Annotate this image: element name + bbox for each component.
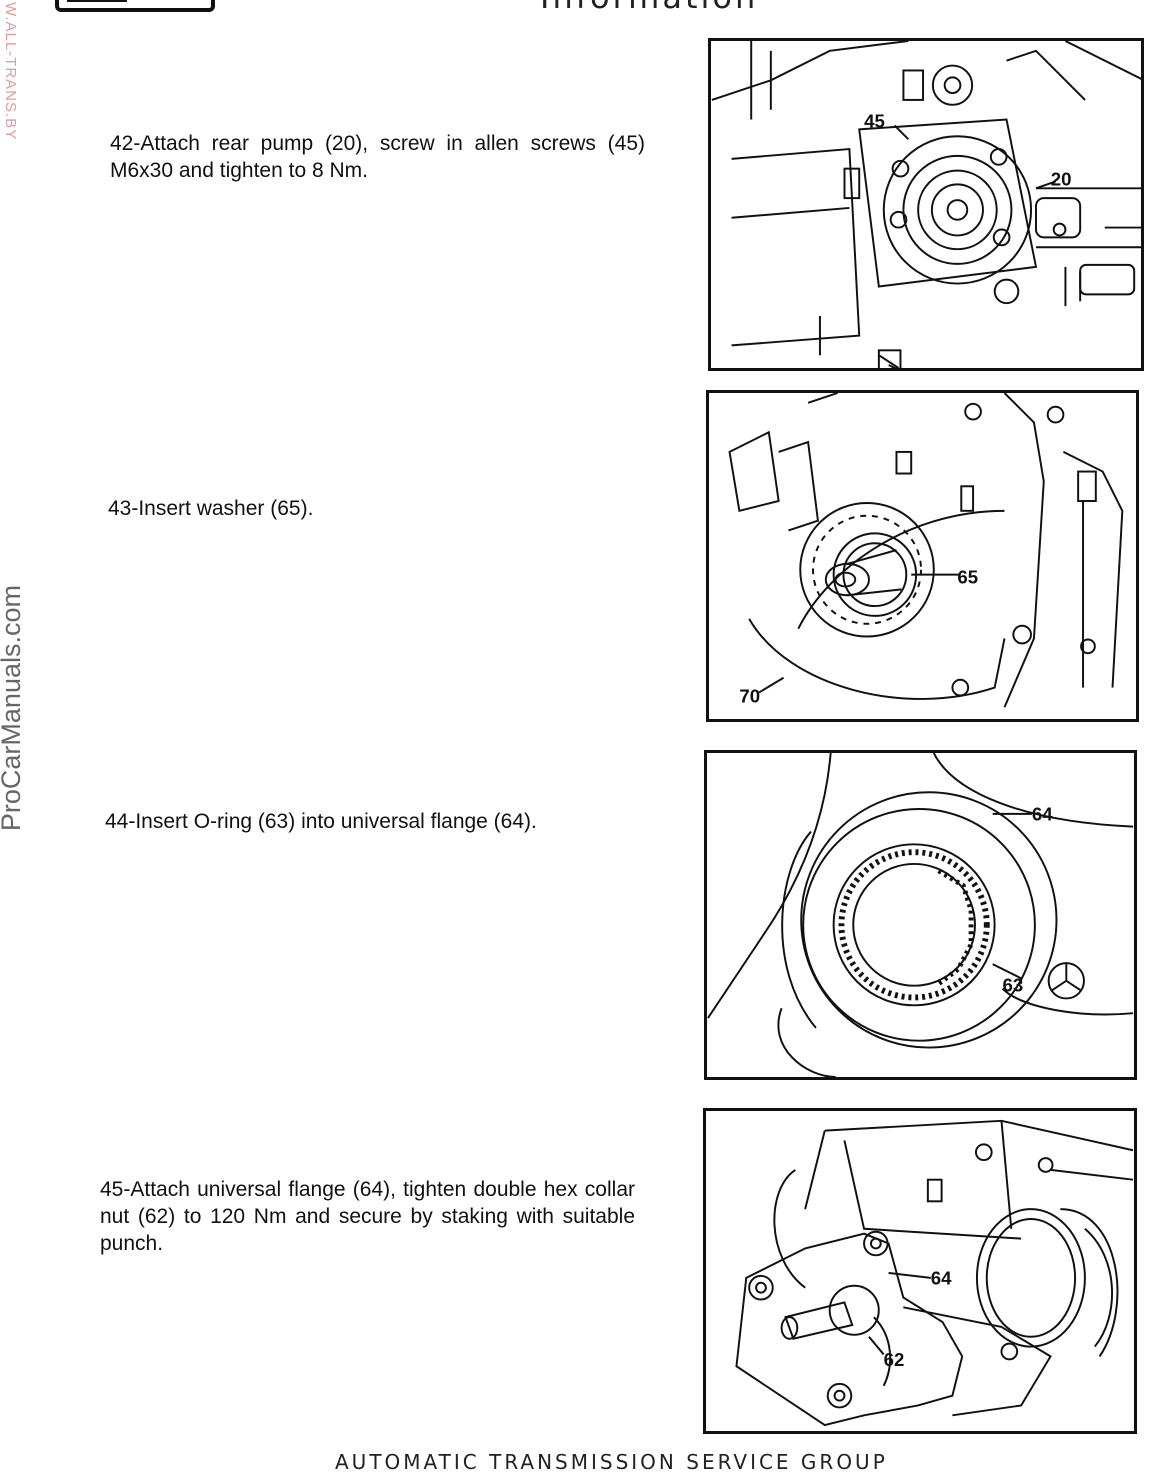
callout-65: 65	[957, 566, 978, 587]
figure-universal-flange: 64 63	[704, 750, 1137, 1080]
callout-62: 62	[884, 1349, 905, 1370]
figure-rear-pump: 45 20	[708, 38, 1144, 371]
step-45-text: 45-Attach universal flange (64), tighten…	[100, 1178, 635, 1255]
side-brand-watermark: ProCarManuals.com	[0, 585, 26, 832]
callout-63: 63	[1002, 975, 1023, 996]
figure-collar-nut: 64 62	[703, 1108, 1137, 1434]
step-43-text: 43-Insert washer (65).	[108, 497, 314, 520]
callout-64: 64	[1032, 804, 1053, 825]
callout-45: 45	[864, 110, 885, 131]
figure-washer: 65 70	[706, 390, 1139, 722]
callout-70: 70	[739, 685, 760, 706]
side-url-watermark: W.ALL-TRANS.BY	[2, 2, 19, 141]
callout-64-flange: 64	[931, 1268, 952, 1289]
header-logo	[55, 0, 215, 12]
step-42-text: 42-Attach rear pump (20), screw in allen…	[110, 132, 645, 182]
footer-text: AUTOMATIC TRANSMISSION SERVICE GROUP	[335, 1450, 888, 1474]
step-44-text: 44-Insert O-ring (63) into universal fla…	[105, 810, 537, 833]
callout-20: 20	[1051, 168, 1072, 189]
header-title: Information	[540, 0, 758, 16]
